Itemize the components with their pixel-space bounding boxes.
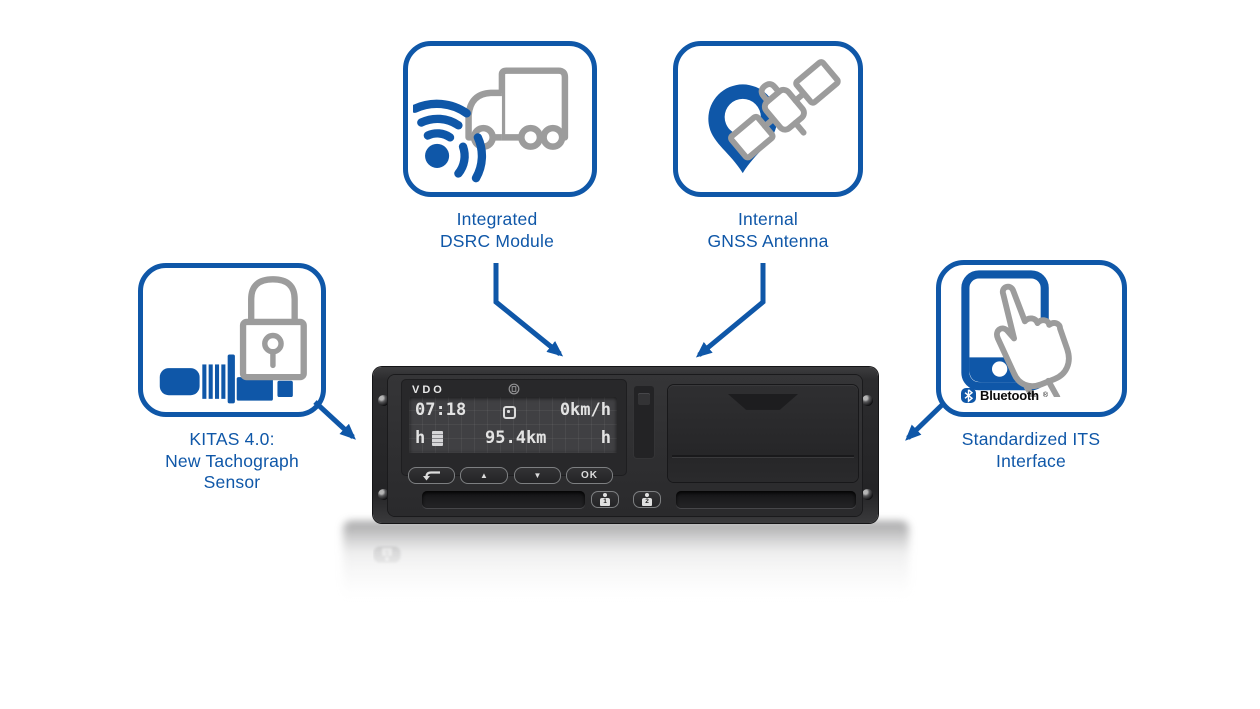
screw-bottom-left (378, 489, 389, 500)
dsrc-label-line1: Integrated (456, 209, 538, 229)
its-label-line2: Interface (996, 450, 1066, 471)
driver2-mode-symbol: h (600, 428, 611, 448)
dsrc-truck-signal-icon (413, 67, 569, 183)
bluetooth-badge: Bluetooth® (961, 388, 1048, 403)
callout-label-its: Standardized ITS Interface (931, 429, 1131, 472)
driver1-mode-symbol: h (415, 428, 426, 448)
ok-button-label: OK (581, 470, 598, 481)
printer-seam (672, 455, 854, 458)
driver2-icon: 2 (642, 493, 652, 506)
screw-top-right (862, 395, 873, 406)
kitas-label-line2: New Tachograph (165, 450, 299, 471)
arrow-gnss (695, 263, 766, 358)
callout-box-gnss (673, 41, 863, 197)
screw-bottom-right (862, 489, 873, 500)
down-arrow-icon: ▼ (533, 471, 542, 480)
sealing-strip-tab (638, 393, 650, 405)
gnss-label-line1: Internal (738, 209, 798, 229)
back-button[interactable] (408, 467, 455, 484)
reflection-fade (320, 521, 940, 709)
gnss-label-line2: GNSS Antenna (707, 230, 829, 251)
driver2-number: 2 (645, 498, 649, 505)
lcd-row-2: h 95.4km h (409, 425, 617, 453)
driver1-icon: 1 (600, 493, 610, 506)
driver2-button[interactable]: 2 (633, 491, 661, 508)
kitas-label-line1: KITAS 4.0: (189, 429, 275, 449)
approval-symbol-icon (508, 383, 520, 395)
gnss-satellite-pin-icon (708, 59, 841, 174)
kitas-label-line3: Sensor (203, 472, 261, 492)
lcd-screen: 07:18 0km/h h 95.4km h (409, 397, 617, 453)
printer-handle (728, 394, 798, 410)
callout-box-dsrc (403, 41, 597, 197)
printer-drawer[interactable] (668, 385, 858, 482)
callout-box-its: Bluetooth® (936, 260, 1127, 417)
kitas-sensor-lock-icon (159, 276, 307, 404)
up-arrow-icon: ▲ (480, 471, 488, 480)
back-arrow-icon (422, 471, 440, 481)
down-button[interactable]: ▼ (514, 467, 561, 484)
driver1-number: 1 (603, 498, 607, 505)
bluetooth-trademark: ® (1042, 392, 1049, 399)
vdo-logo: VDO (412, 384, 445, 396)
sealing-strip (634, 386, 654, 458)
tachograph-device: VDO 07:18 0km/h h 95.4km h (373, 367, 878, 523)
screw-top-left (378, 395, 389, 406)
callout-label-kitas: KITAS 4.0: New Tachograph Sensor (132, 429, 332, 494)
card-slot-1[interactable] (422, 491, 585, 508)
callout-box-kitas (138, 263, 326, 417)
card-slot-2[interactable] (676, 491, 856, 508)
callout-label-gnss: Internal GNSS Antenna (668, 209, 868, 252)
drive-mode-icon (503, 406, 516, 419)
lcd-row-1: 07:18 0km/h (409, 397, 617, 425)
lcd-odometer: 95.4km (485, 428, 547, 448)
bluetooth-icon (961, 388, 976, 403)
front-panel: VDO 07:18 0km/h h 95.4km h (388, 375, 862, 516)
its-touch-phone-icon (961, 270, 1072, 397)
display-module: VDO 07:18 0km/h h 95.4km h (402, 380, 626, 475)
its-label-line1: Standardized ITS (961, 429, 1101, 449)
ok-button[interactable]: OK (566, 467, 613, 484)
arrow-dsrc (493, 263, 564, 357)
bluetooth-label: Bluetooth (980, 388, 1039, 403)
up-button[interactable]: ▲ (460, 467, 508, 484)
dsrc-label-line2: DSRC Module (439, 230, 555, 251)
lcd-time: 07:18 (415, 400, 467, 420)
card-inserted-icon (432, 431, 443, 446)
callout-label-dsrc: Integrated DSRC Module (397, 209, 597, 252)
driver1-button[interactable]: 1 (591, 491, 619, 508)
lcd-speed: 0km/h (559, 400, 611, 420)
